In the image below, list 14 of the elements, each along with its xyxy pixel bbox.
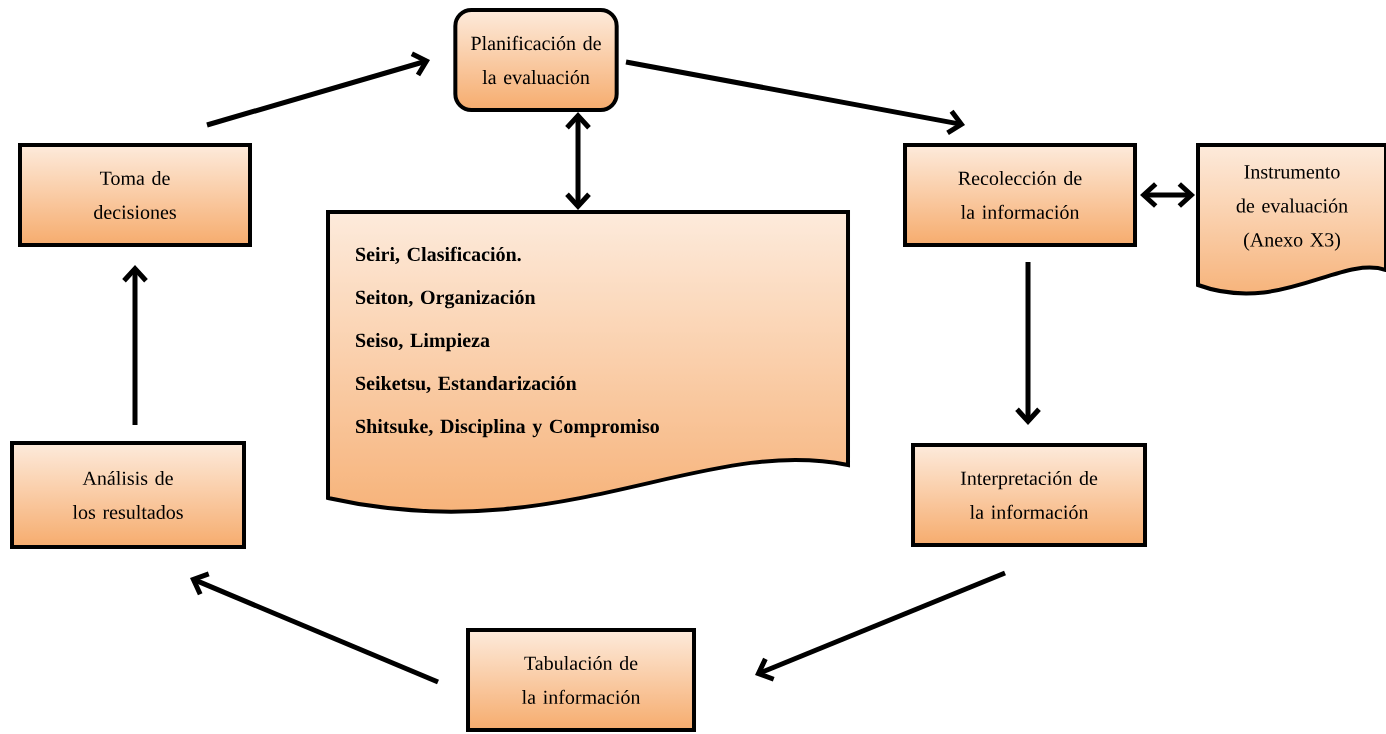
arrow xyxy=(1140,182,1196,208)
arrow xyxy=(122,265,148,425)
arrow xyxy=(190,571,439,685)
arrow xyxy=(755,570,1006,682)
process-box: Interpretación de la información xyxy=(911,443,1147,547)
arrow xyxy=(565,112,591,210)
process-box: Tabulación de la información xyxy=(466,628,696,732)
process-box: Análisis de los resultados xyxy=(10,441,246,549)
arrow xyxy=(206,51,430,128)
process-box: Planificación de la evaluación xyxy=(453,8,619,112)
arrow xyxy=(1015,262,1041,425)
process-box: Recolección de la información xyxy=(903,143,1137,247)
arrow xyxy=(625,59,965,136)
process-box: Toma de decisiones xyxy=(18,143,252,247)
